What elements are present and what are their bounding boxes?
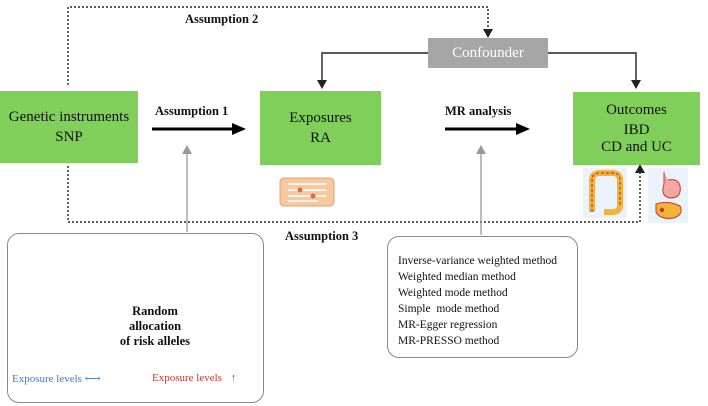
method-item: MR-PRESSO method [398,335,500,347]
confounder-label: Confounder [452,44,524,61]
exposure-levels-left: Exposure levels ⟷ [12,372,100,385]
mr-analysis-label: MR analysis [445,104,512,118]
exposures-box: Exposures RA [260,91,381,165]
assumption-2-label: Assumption 2 [185,12,259,26]
method-item: MR-Egger regression [398,319,498,331]
hand-xray-icon [279,177,335,207]
mr-methods-panel [387,236,578,358]
mr-methods-list: Inverse-variance weighted method Weighte… [398,253,557,349]
outcomes-title: Outcomes [606,101,667,118]
panel-right-connector [476,145,486,235]
assumption-1-label: Assumption 1 [155,104,229,118]
exposures-title: Exposures [289,109,352,126]
outcomes-line3: CD and UC [601,139,672,156]
panel-left-connector [182,145,192,232]
genetic-instruments-title: Genetic instruments [8,108,130,125]
assumption-2-dotted-path [67,6,493,85]
outcomes-box: Outcomes IBD CD and UC [573,92,700,165]
random-allocation-line1: Random allocation [128,304,182,333]
method-item: Weighted mode method [398,287,508,299]
assumption-3-label: Assumption 3 [285,229,359,243]
exposure-levels-left-arrow: ⟷ [84,373,101,385]
method-item: Inverse-variance weighted method [398,255,558,267]
digestive-tract-icon [648,168,688,223]
confounder-arrows [317,52,641,89]
exposure-levels-left-label: Exposure levels [12,373,82,385]
genetic-instruments-subtitle: SNP [55,129,83,145]
random-allocation-panel [7,233,264,403]
method-item: Weighted median method [398,271,516,283]
outcomes-line2: IBD [623,121,650,138]
confounder-box: Confounder [428,38,548,68]
assumption-3-dotted-path [67,164,645,223]
exposures-subtitle: RA [310,130,331,146]
random-allocation-text: Random allocation of risk alleles [105,304,205,349]
exposure-levels-right-arrow: ↑ [230,372,237,384]
exposure-levels-right: Exposure levels ↑ [152,372,236,384]
mr-analysis-arrow [445,123,530,135]
exposure-levels-right-label: Exposure levels [152,372,222,384]
random-allocation-line2: of risk alleles [119,334,191,348]
assumption-1-arrow [152,123,246,135]
colon-icon [583,168,627,218]
method-item: Simple mode method [398,303,500,315]
genetic-instruments-box: Genetic instruments SNP [0,91,138,163]
